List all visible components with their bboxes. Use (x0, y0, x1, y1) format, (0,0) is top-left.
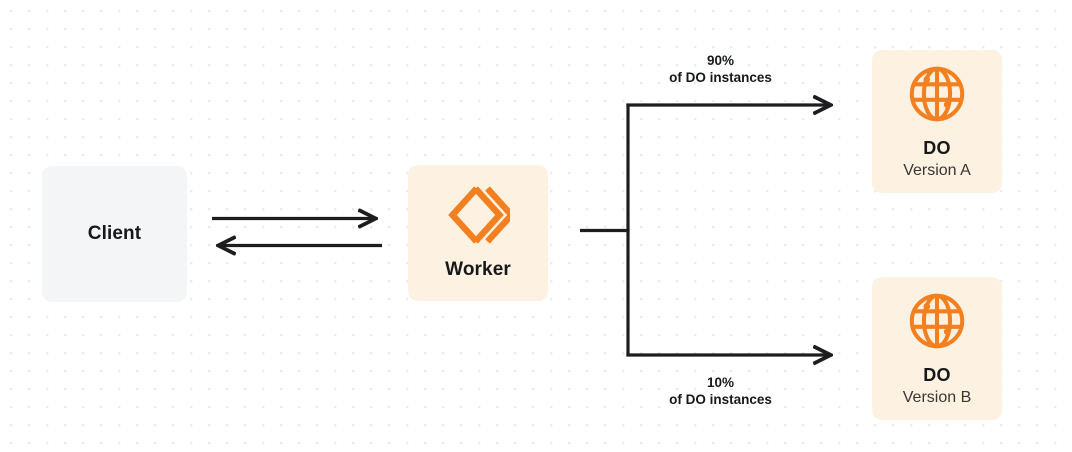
edge-label-do-b-percent: 10% (706, 375, 735, 390)
edge-label-do-b: 10% of DO instances (593, 374, 848, 408)
node-do-version-a-label: DO (923, 138, 951, 158)
node-worker-label: Worker (445, 259, 511, 280)
node-client-label: Client (87, 223, 142, 244)
branch-connector (580, 103, 630, 357)
cloudflare-workers-icon (446, 185, 516, 245)
node-do-version-b-label: DO (923, 365, 951, 385)
node-worker: Worker (408, 165, 548, 301)
edge-label-do-a-caption: of DO instances (669, 70, 772, 85)
node-do-version-b-sublabel: Version B (902, 389, 972, 406)
node-do-version-a-sublabel: Version A (903, 162, 971, 179)
edge-label-do-a-percent: 90% (706, 53, 735, 68)
edge-label-do-a: 90% of DO instances (593, 52, 848, 86)
globe-icon (906, 63, 968, 125)
globe-icon (906, 290, 968, 352)
node-do-version-a: DO Version A (872, 50, 1002, 193)
node-client: Client (42, 166, 187, 302)
node-do-version-b: DO Version B (872, 277, 1002, 420)
edge-label-do-b-caption: of DO instances (669, 392, 772, 407)
